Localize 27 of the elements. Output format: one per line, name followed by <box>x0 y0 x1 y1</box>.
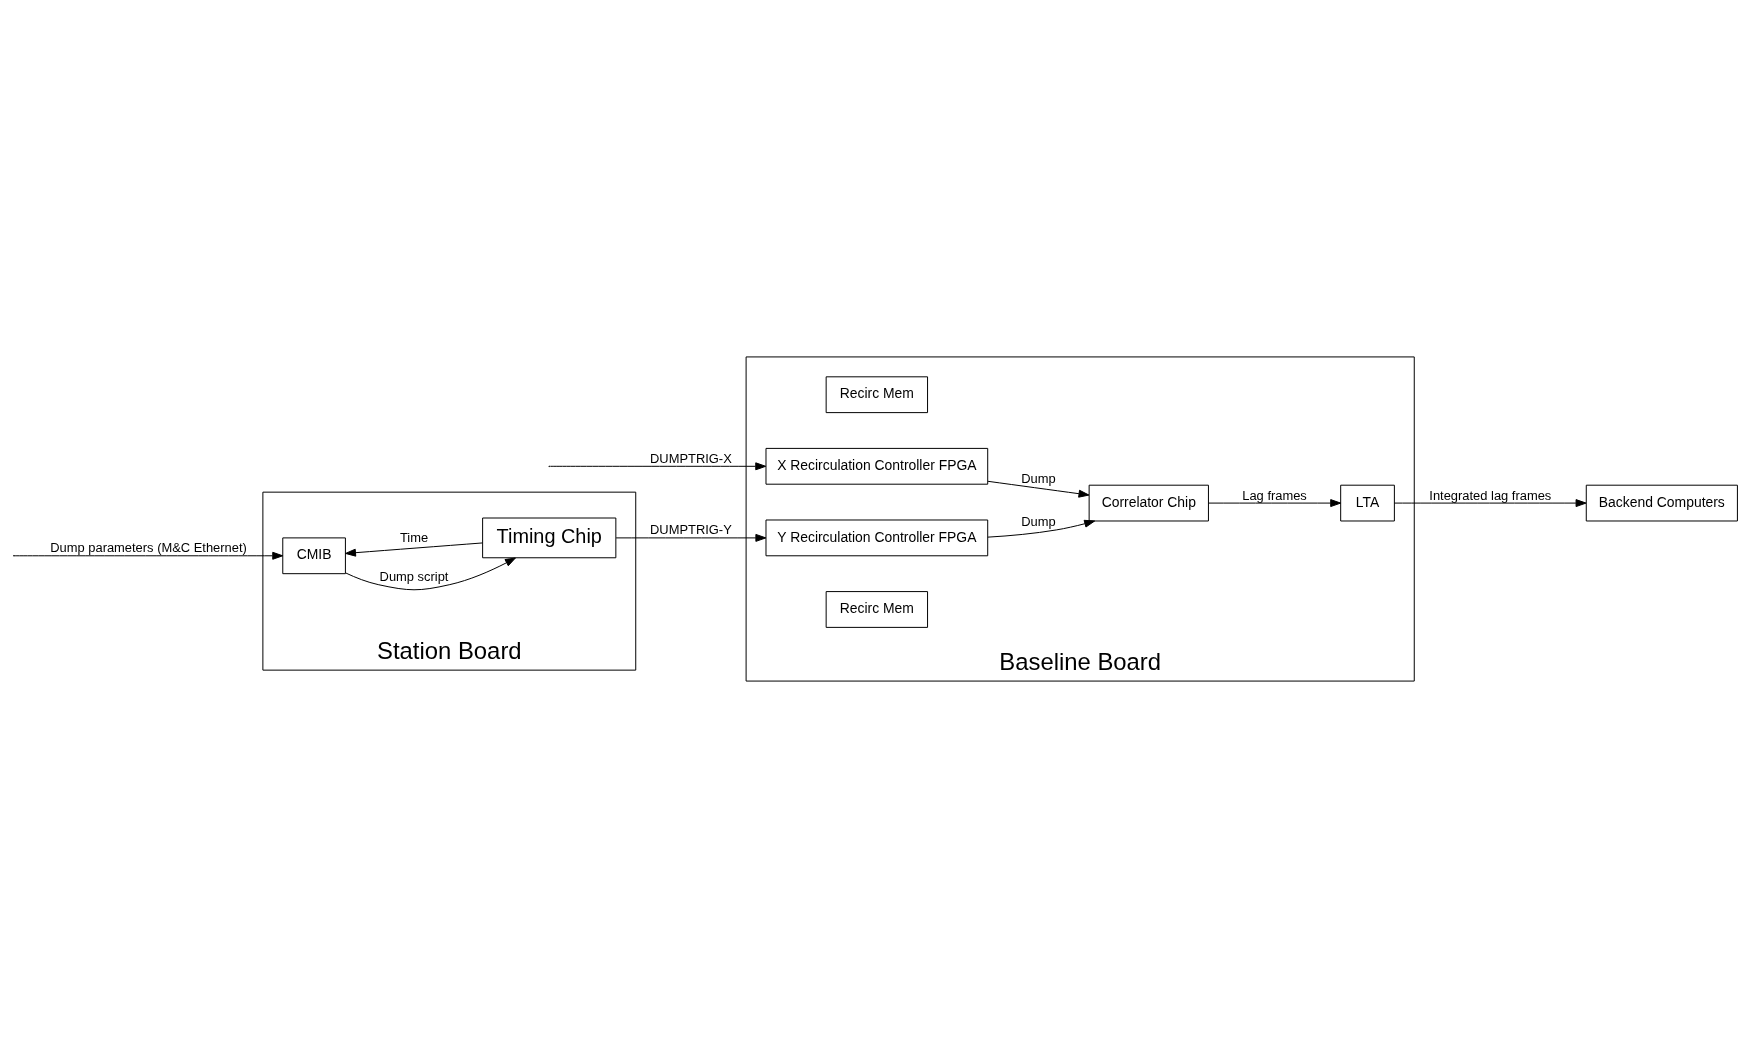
node-box: Y Recirculation Controller FPGA <box>765 519 989 557</box>
node-box: Recirc Mem <box>825 591 929 628</box>
edge-label: Time <box>399 530 429 546</box>
arrow <box>345 542 483 557</box>
node-box: Recirc Mem <box>825 376 929 414</box>
edge-label: Dump <box>1021 470 1056 486</box>
arrow <box>987 480 1090 498</box>
edge-label: Dump parameters (M&C Ethernet) <box>50 540 247 556</box>
node-box: Backend Computers <box>1585 484 1738 522</box>
edge-label: DUMPTRIG-Y <box>650 522 732 538</box>
edge-label: Dump script <box>379 569 449 585</box>
arrow <box>615 533 767 542</box>
node-box: Correlator Chip <box>1088 484 1209 522</box>
edge-label: DUMPTRIG-X <box>650 450 732 466</box>
arrow <box>13 551 284 560</box>
edge-label: Integrated lag frames <box>1429 487 1552 503</box>
node-box: Timing Chip <box>482 517 617 559</box>
edge-label: Lag frames <box>1242 487 1307 503</box>
edge-label: Dump <box>1021 514 1056 530</box>
arrow <box>1208 499 1342 508</box>
arrow <box>987 519 1096 538</box>
node-box: CMIB <box>282 537 346 575</box>
node-box: X Recirculation Controller FPGA <box>765 447 989 485</box>
arrow <box>1393 499 1587 508</box>
arrow <box>345 557 516 591</box>
node-box: LTA <box>1340 484 1395 522</box>
arrow <box>549 462 767 471</box>
